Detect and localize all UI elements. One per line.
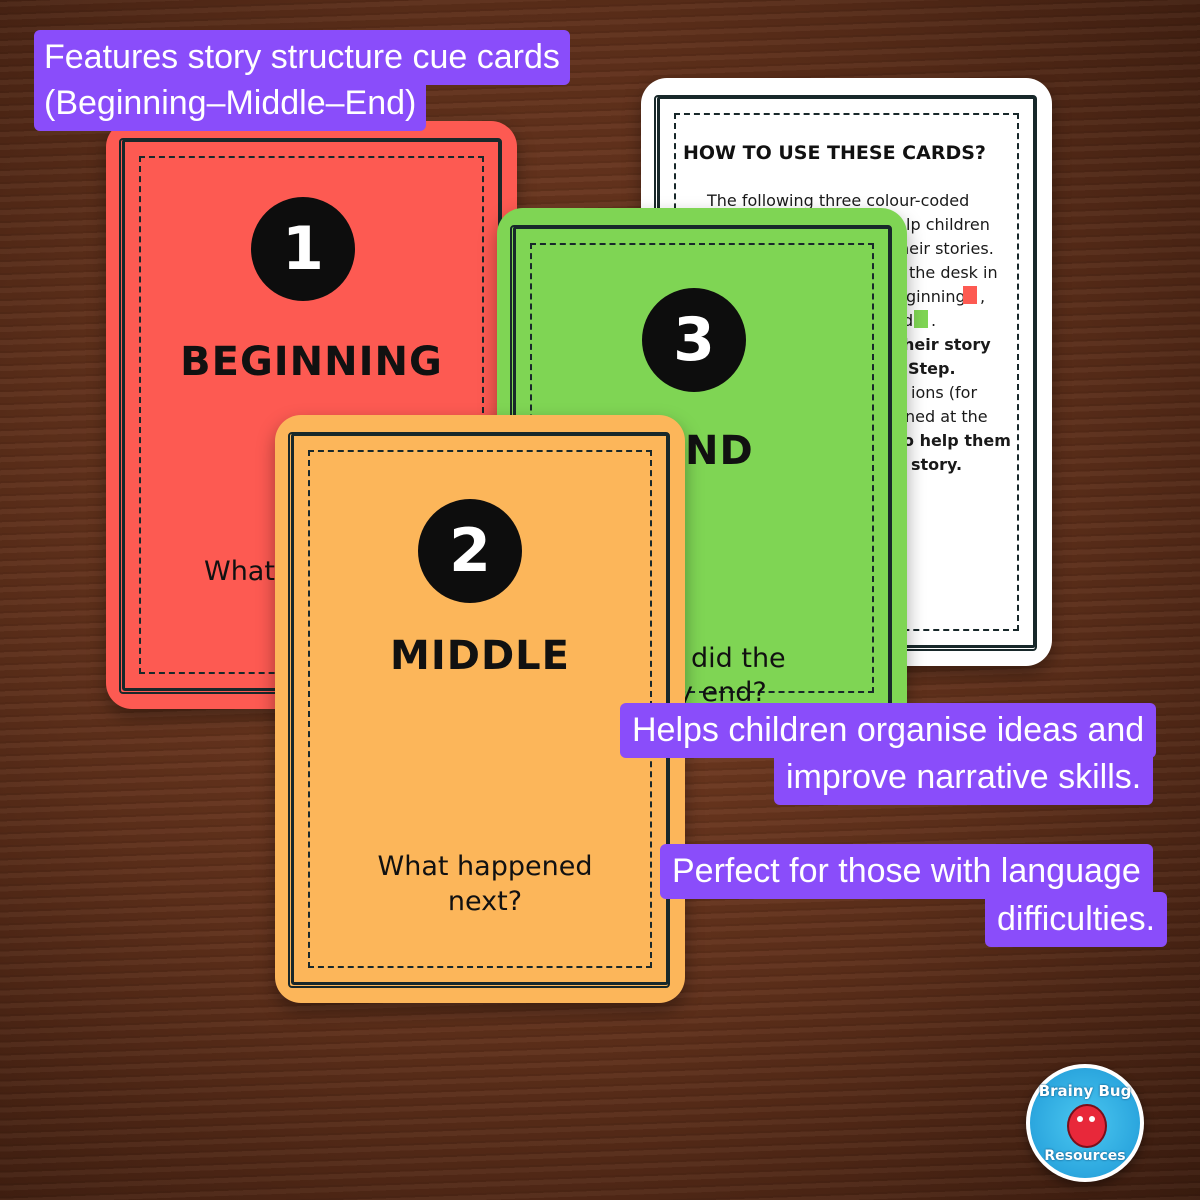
end-question-line2: y end? bbox=[677, 677, 767, 708]
ladybug-icon bbox=[1067, 1104, 1107, 1148]
instructions-line: o help them bbox=[903, 431, 1011, 450]
brainy-bug-logo: Brainy Bug Resources bbox=[1026, 1064, 1144, 1182]
instructions-line: the desk in bbox=[909, 263, 998, 282]
instructions-line: ions (for bbox=[911, 383, 978, 402]
feature-callout-bottom-line2: difficulties. bbox=[985, 892, 1168, 947]
number-three-badge: 3 bbox=[642, 288, 746, 392]
feature-callout-middle-line2: improve narrative skills. bbox=[774, 750, 1154, 805]
instructions-heading: HOW TO USE THESE CARDS? bbox=[683, 142, 986, 164]
instructions-line: heir stories. bbox=[899, 239, 994, 258]
instructions-line: lp children bbox=[906, 215, 990, 234]
instructions-line: Step. bbox=[908, 359, 956, 378]
beginning-title: BEGINNING bbox=[180, 339, 443, 385]
number-one-badge: 1 bbox=[251, 197, 355, 301]
instructions-line: ned at the bbox=[905, 407, 988, 426]
beginning-question: What bbox=[204, 556, 275, 587]
middle-title: MIDDLE bbox=[390, 633, 570, 679]
instructions-line: story. bbox=[911, 455, 963, 474]
instructions-line: heir story bbox=[903, 335, 991, 354]
feature-callout-top-line2: (Beginning–Middle–End) bbox=[34, 76, 427, 131]
green-swatch-icon bbox=[914, 310, 928, 328]
middle-question-line2: next? bbox=[447, 886, 523, 917]
number-two-badge: 2 bbox=[418, 499, 522, 603]
instructions-line: ginning bbox=[906, 287, 966, 306]
logo-bottom-text: Resources bbox=[1044, 1148, 1126, 1164]
feature-callout-middle: Helps children organise ideas and bbox=[620, 703, 1157, 758]
middle-card: 2 MIDDLE What happened next? bbox=[275, 415, 685, 1003]
instructions-line: The following three colour-coded bbox=[707, 191, 970, 210]
middle-question-line1: What happened bbox=[377, 851, 593, 882]
end-title: ND bbox=[685, 428, 754, 474]
logo-top-text: Brainy Bug bbox=[1038, 1082, 1132, 1100]
end-question-line1: did the bbox=[691, 643, 786, 674]
feature-callout-top: Features story structure cue cards bbox=[34, 30, 570, 85]
red-swatch-icon bbox=[963, 286, 977, 304]
feature-callout-bottom: Perfect for those with language bbox=[660, 844, 1153, 899]
instructions-line: d bbox=[903, 311, 914, 330]
